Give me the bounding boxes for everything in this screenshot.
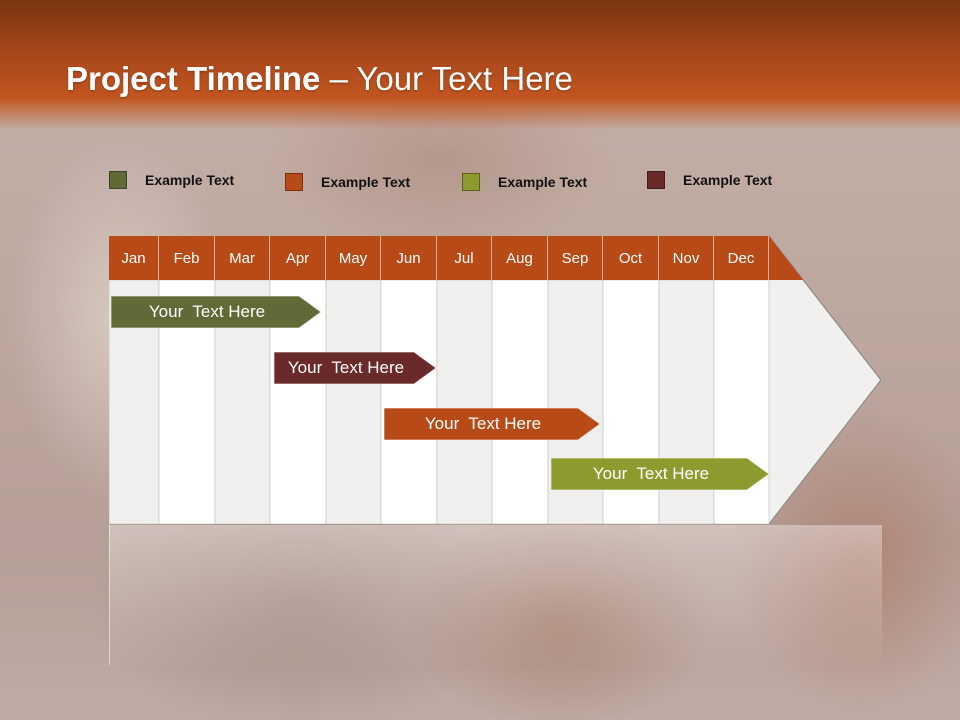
month-header-jan: Jan (109, 236, 159, 280)
task-bar-label: Your Text Here (424, 414, 542, 433)
month-header-may: May (326, 236, 381, 280)
task-bar[interactable]: Your Text Here (111, 296, 321, 328)
task-bar[interactable]: Your Text Here (551, 458, 769, 490)
legend-label: Example Text (145, 172, 235, 188)
slide-title[interactable]: Project Timeline – Your Text Here (66, 60, 573, 98)
legend-label: Example Text (683, 172, 773, 188)
legend-item[interactable]: Example Text (109, 170, 234, 190)
month-column (325, 279, 382, 524)
legend-label: Example Text (498, 174, 588, 190)
legend-item[interactable]: Example Text (462, 172, 587, 192)
header-band (0, 0, 960, 130)
task-bar[interactable]: Your Text Here (384, 408, 600, 440)
legend-swatch (285, 173, 303, 191)
task-bar-arrow (551, 458, 769, 490)
month-column (436, 279, 493, 524)
legend-label: Example Text (321, 174, 411, 190)
month-header-mar: Mar (215, 236, 270, 280)
month-header-jul: Jul (437, 236, 492, 280)
task-bar-label: Your Text Here (148, 302, 266, 321)
month-header-sep: Sep (548, 236, 603, 280)
month-header-jun: Jun (381, 236, 437, 280)
month-header-oct: Oct (603, 236, 659, 280)
slide-title-rest: – Your Text Here (320, 60, 573, 97)
task-bar-arrow (274, 352, 436, 384)
month-column (491, 279, 549, 524)
month-header-apr: Apr (270, 236, 326, 280)
month-header-dec: Dec (714, 236, 769, 280)
month-header-nov: Nov (659, 236, 714, 280)
legend-swatch (647, 171, 665, 189)
legend-item[interactable]: Example Text (285, 172, 410, 192)
task-bar-label: Your Text Here (592, 464, 710, 483)
slide-title-bold: Project Timeline (66, 60, 321, 97)
task-bar-arrow (111, 296, 321, 328)
task-bar[interactable]: Your Text Here (274, 352, 436, 384)
month-column (380, 279, 438, 524)
month-header-aug: Aug (492, 236, 548, 280)
legend-item[interactable]: Example Text (647, 170, 772, 190)
timeline-reflection (109, 525, 882, 665)
legend-swatch (462, 173, 480, 191)
task-bar-arrow (384, 408, 600, 440)
legend-swatch (109, 171, 127, 189)
task-bar-label: Your Text Here (287, 358, 405, 377)
month-header-feb: Feb (159, 236, 215, 280)
